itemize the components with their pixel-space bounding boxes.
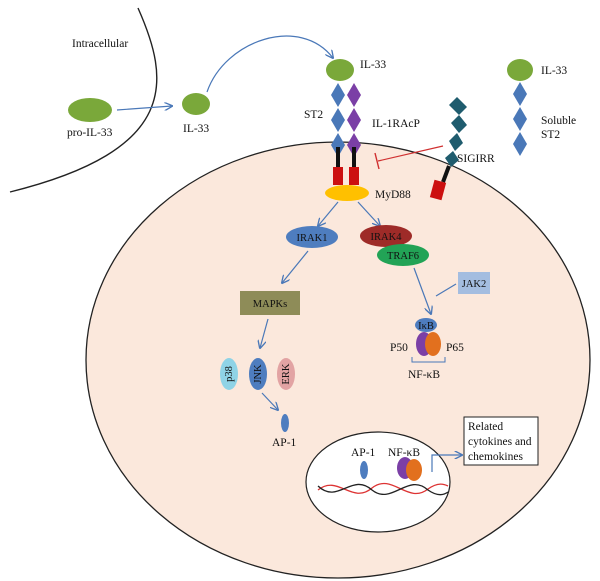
irak1-label: IRAK1: [297, 233, 328, 244]
irak4-label: IRAK4: [371, 232, 403, 243]
soluble-label: Soluble: [541, 115, 576, 127]
mapks-box: [240, 291, 300, 315]
nucleus-output-arrow: [431, 455, 462, 472]
nucleus: [305, 431, 451, 533]
sigirr-label: SIGIRR: [457, 153, 495, 165]
pro-il33-label: pro-IL-33: [67, 127, 113, 139]
irak1-to-mapks-arrow: [282, 250, 309, 283]
myd88-to-irak1-arrow: [318, 201, 339, 226]
ap1-cyto-shape: [281, 414, 289, 432]
p38-label: p38: [224, 366, 235, 382]
il1racp-label: IL-1RAcP: [372, 118, 420, 130]
irak4-shape: [360, 225, 412, 247]
st2-receptor: [331, 83, 345, 185]
il33-soluble-label: IL-33: [541, 65, 567, 77]
ap1-nuc-label: AP-1: [351, 447, 376, 459]
nfkb-nuc-p65-shape: [406, 459, 422, 481]
mapks-to-kinases-arrow: [260, 318, 269, 348]
ikb-label: IκB: [418, 321, 434, 332]
ap1-cyto-label: AP-1: [272, 437, 297, 449]
sigirr-inhibition: [374, 145, 444, 170]
nfkb-cyto-label: NF-κB: [408, 369, 440, 381]
myd88-label: MyD88: [375, 189, 411, 201]
pro-il33-shape: [68, 98, 112, 122]
traf6-label: TRAF6: [387, 251, 419, 262]
traf6-to-nfkb-arrow: [413, 267, 431, 314]
intracellular-label: Intracellular: [72, 38, 128, 50]
related-cytokines-box: [463, 416, 539, 466]
pro-il33-arrow: [116, 106, 172, 110]
p50-label: P50: [390, 342, 408, 354]
p65-label: P65: [446, 342, 464, 354]
jnk-label: JNK: [253, 364, 264, 384]
ikb-shape: [415, 318, 437, 332]
p65-shape: [425, 332, 441, 356]
myd88-shape: [325, 185, 369, 201]
erk-shape: [277, 358, 295, 390]
erk-label: ERK: [281, 363, 292, 384]
sigirr-receptor: [429, 97, 467, 201]
il33-free-label: IL-33: [183, 123, 209, 135]
il33-to-receptor-arrow: [206, 35, 333, 93]
neighbor-cell-boundary: [9, 7, 158, 193]
il33-soluble-shape: [507, 59, 533, 81]
soluble-st2-shape: [513, 82, 527, 156]
nfkb-nuc-label: NF-κB: [388, 447, 420, 459]
irak1-shape: [286, 226, 338, 248]
related-line1: Related: [468, 421, 503, 433]
p38-shape: [220, 358, 238, 390]
related-line2: cytokines and: [468, 436, 532, 448]
jak2-label: JAK2: [462, 279, 487, 290]
ap1-nuc-shape: [360, 461, 368, 479]
il33-free-shape: [182, 93, 210, 115]
kinases-to-ap1-arrow: [261, 392, 278, 410]
nfkb-bracket: [411, 357, 446, 363]
il1racp-receptor: [347, 83, 361, 185]
jak2-arrow: [435, 283, 457, 297]
dna-helix: [317, 482, 449, 496]
myd88-to-irak4-arrow: [357, 201, 380, 226]
mapks-label: MAPKs: [253, 299, 287, 310]
il33-receptor-bound-shape: [326, 59, 354, 81]
jak2-box: [458, 272, 490, 294]
traf6-shape: [377, 244, 429, 266]
il33-receptor-label: IL-33: [360, 59, 386, 71]
soluble-st2-label: ST2: [541, 129, 560, 141]
jnk-shape: [249, 358, 267, 390]
st2-label: ST2: [304, 109, 323, 121]
related-line3: chemokines: [468, 451, 523, 463]
